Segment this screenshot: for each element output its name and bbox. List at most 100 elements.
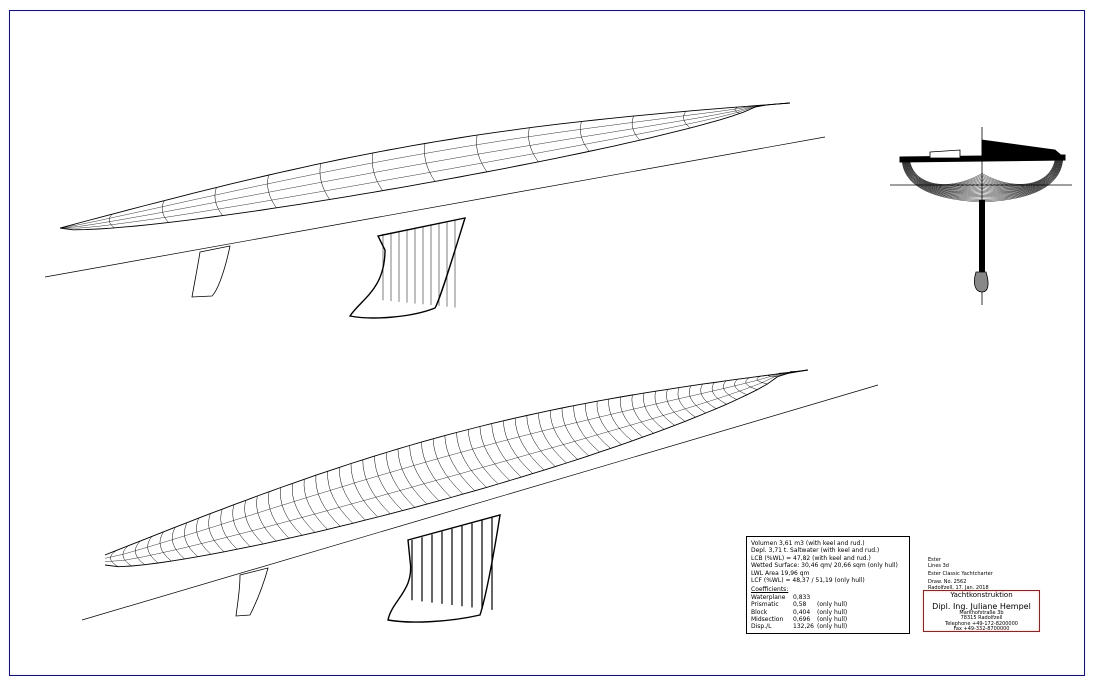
section-curve-port xyxy=(903,159,983,195)
station-line xyxy=(444,435,475,491)
hull-3d-view-top xyxy=(44,102,826,319)
station-line xyxy=(654,391,675,426)
station-line xyxy=(677,387,696,418)
station-line xyxy=(549,410,578,460)
station-line xyxy=(291,483,315,533)
station-line xyxy=(491,423,522,478)
station-line xyxy=(514,418,545,471)
station-line xyxy=(122,545,132,567)
station-line xyxy=(372,152,383,191)
station-line xyxy=(184,522,198,557)
hull-bottom-profile xyxy=(104,369,809,568)
station-line xyxy=(643,393,665,430)
station-line xyxy=(608,399,633,442)
section-curve-port xyxy=(902,159,983,200)
section-curve-starboard xyxy=(981,157,1062,195)
station-line xyxy=(244,500,264,545)
station-line xyxy=(374,456,403,511)
hydro-wetted-surface: Wetted Surface: 30,46 qm/ 20,66 sqm (onl… xyxy=(751,562,898,570)
station-line xyxy=(397,448,428,505)
section-curve-starboard xyxy=(981,157,1060,192)
city: 78315 Radolfzell xyxy=(960,615,1003,621)
waterline xyxy=(104,369,809,559)
title-block: Ester Lines 3d Ester Classic Yachtcharte… xyxy=(928,557,993,591)
phone: Telephone +49-172-8200000 xyxy=(945,620,1018,627)
section-curve-starboard xyxy=(981,157,1060,191)
section-curve-starboard xyxy=(981,157,1062,198)
hull-3d-view-bottom xyxy=(81,369,879,623)
drawing-frame xyxy=(9,10,1085,676)
rudder xyxy=(235,567,269,617)
station-line xyxy=(171,527,185,560)
station-line xyxy=(573,405,600,453)
waterline xyxy=(104,369,809,562)
station-line xyxy=(456,432,487,488)
station-line xyxy=(303,479,328,530)
section-curve-starboard xyxy=(981,157,1061,194)
section-curve-port xyxy=(909,159,983,186)
station-line xyxy=(147,536,159,564)
station-line xyxy=(319,163,330,200)
drawing-number: Draw. No. 2562 xyxy=(928,579,967,585)
keel-fin xyxy=(348,217,467,319)
station-line xyxy=(666,389,686,422)
keel-fin-section xyxy=(979,200,985,275)
station-line xyxy=(528,127,539,162)
section-curve-starboard xyxy=(981,157,1061,194)
station-line xyxy=(756,375,768,385)
firm-name: Yachtkonstruktion xyxy=(950,591,1013,599)
project-name: Ester xyxy=(928,557,941,563)
street: Markhofstraße 3b xyxy=(959,609,1004,616)
sheet-name: Lines 3d xyxy=(928,563,949,569)
station-line xyxy=(683,111,691,129)
section-curve-port xyxy=(904,159,983,194)
station-line xyxy=(734,106,741,114)
section-curve-starboard xyxy=(981,157,1056,185)
station-line xyxy=(631,394,654,434)
station-line xyxy=(596,401,622,445)
station-line xyxy=(745,377,758,390)
station-line xyxy=(315,475,341,527)
station-line xyxy=(362,459,391,514)
baseline xyxy=(81,384,879,621)
station-line xyxy=(280,487,303,536)
station-line xyxy=(108,214,115,229)
designer-name: Dipl. Ing. Juliane Hempel xyxy=(932,601,1031,611)
fax: Fax +49-332-8700000 xyxy=(953,626,1010,632)
station-line xyxy=(256,495,277,542)
waterline xyxy=(59,102,791,229)
station-line xyxy=(734,379,748,396)
station-line xyxy=(424,143,436,182)
hydro-lcf: LCF (%WL) = 48,37 / 51,19 (only hull) xyxy=(751,577,865,585)
station-line xyxy=(476,135,488,172)
section-curve-port xyxy=(905,159,983,193)
hydro-displacement: Depl. 3,71 t. Saltwater (with keel and r… xyxy=(751,547,880,555)
keel-bulb-section xyxy=(974,271,989,293)
station-line xyxy=(161,200,169,223)
section-curve-starboard xyxy=(981,157,1063,199)
hydro-lcb: LCB (%WL) = 47,82 (with keel and rud.) xyxy=(751,554,871,562)
section-curve-port xyxy=(902,159,983,199)
section-curve-starboard xyxy=(981,157,1056,186)
section-curve-port xyxy=(903,159,983,196)
station-line xyxy=(135,540,145,565)
station-line xyxy=(421,442,452,498)
section-curve-port xyxy=(903,159,983,198)
section-curve-port xyxy=(908,159,983,186)
station-line xyxy=(689,385,706,414)
coefficients-title: Coefficients: xyxy=(751,586,789,594)
keel-fin xyxy=(387,514,501,623)
station-line xyxy=(196,518,212,555)
station-line xyxy=(409,445,440,501)
cockpit-profile xyxy=(929,149,961,159)
waterline xyxy=(59,102,791,229)
section-curve-starboard xyxy=(981,157,1060,193)
station-line xyxy=(350,463,378,518)
station-line xyxy=(385,452,415,508)
station-line xyxy=(268,491,290,539)
